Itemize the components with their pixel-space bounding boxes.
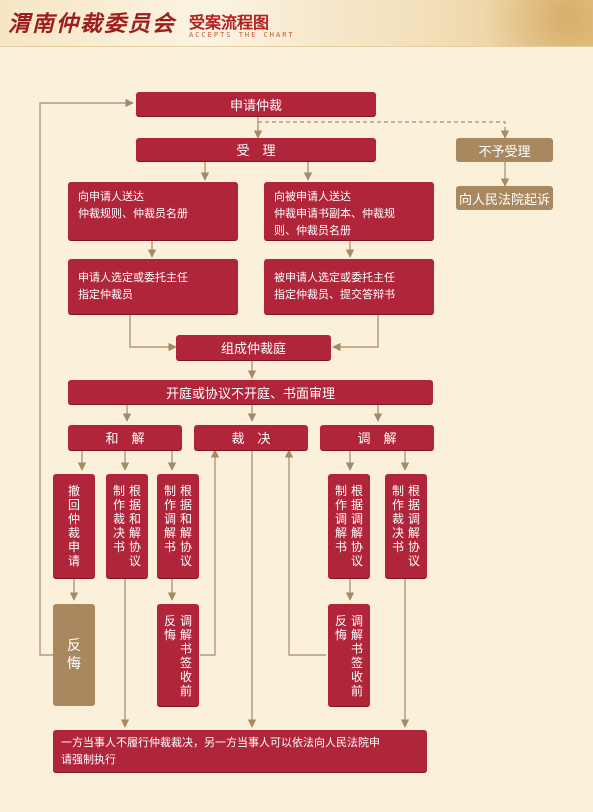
regret-node: 反悔 bbox=[53, 604, 95, 706]
sue-in-court-node: 向人民法院起诉 bbox=[456, 186, 553, 210]
settlement-award-line-2: 根据和解协议 bbox=[128, 484, 141, 568]
settlement-mediation-node: 制作调解书根据和解协议 bbox=[157, 474, 199, 578]
mediation-regret-node: 反悔调解书签收前 bbox=[328, 604, 370, 706]
award-node: 裁 决 bbox=[194, 425, 308, 450]
reject-node: 不予受理 bbox=[456, 138, 553, 162]
settlement-regret-line-1: 反悔 bbox=[163, 614, 176, 642]
header-decoration bbox=[453, 0, 593, 46]
org-logo-text: 渭南仲裁委员会 bbox=[8, 11, 177, 37]
settlement-regret-node: 反悔调解书签收前 bbox=[157, 604, 199, 706]
serve-applicant-node: 向申请人送达 仲裁规则、仲裁员名册 bbox=[68, 182, 238, 240]
mediation-award-line-2: 根据调解协议 bbox=[407, 484, 420, 568]
withdraw-text: 撤回仲裁申请 bbox=[67, 484, 80, 568]
mediation-document-node: 制作调解书根据调解协议 bbox=[328, 474, 370, 578]
form-tribunal-node: 组成仲裁庭 bbox=[176, 335, 331, 360]
respondent-choose-arbitrator-node: 被申请人选定或委托主任 指定仲裁员、提交答辩书 bbox=[264, 259, 434, 314]
serve-respondent-node: 向被申请人送达 仲裁申请书副本、仲裁规 则、仲裁员名册 bbox=[264, 182, 434, 240]
mediation-document-line-2: 根据调解协议 bbox=[350, 484, 363, 568]
regret-text: 反悔 bbox=[67, 638, 81, 672]
mediation-node: 调 解 bbox=[320, 425, 434, 450]
applicant-choose-arbitrator-node: 申请人选定或委托主任 指定仲裁员 bbox=[68, 259, 238, 314]
withdraw-application-node: 撤回仲裁申请 bbox=[53, 474, 95, 578]
mediation-award-node: 制作裁决书根据调解协议 bbox=[385, 474, 427, 578]
mediation-regret-line-2: 调解书签收前 bbox=[350, 614, 363, 698]
page-subtitle: ACCEPTS THE CHART bbox=[189, 31, 295, 39]
settlement-mediation-line-1: 制作调解书 bbox=[163, 484, 176, 554]
settlement-node: 和 解 bbox=[68, 425, 182, 450]
settlement-award-line-1: 制作裁决书 bbox=[112, 484, 125, 554]
apply-arbitration-node: 申请仲裁 bbox=[136, 92, 376, 116]
hearing-node: 开庭或协议不开庭、书面审理 bbox=[68, 380, 433, 404]
page-title: 受案流程图 bbox=[189, 13, 270, 32]
settlement-award-node: 制作裁决书根据和解协议 bbox=[106, 474, 148, 578]
page-header: 渭南仲裁委员会 受案流程图 ACCEPTS THE CHART bbox=[0, 0, 593, 47]
enforcement-node: 一方当事人不履行仲裁裁决，另一方当事人可以依法向人民法院申 请强制执行 bbox=[53, 730, 427, 772]
settlement-mediation-line-2: 根据和解协议 bbox=[179, 484, 192, 568]
accept-node: 受 理 bbox=[136, 138, 376, 161]
mediation-regret-line-1: 反悔 bbox=[334, 614, 347, 642]
mediation-document-line-1: 制作调解书 bbox=[334, 484, 347, 554]
settlement-regret-line-2: 调解书签收前 bbox=[179, 614, 192, 698]
mediation-award-line-1: 制作裁决书 bbox=[391, 484, 404, 554]
